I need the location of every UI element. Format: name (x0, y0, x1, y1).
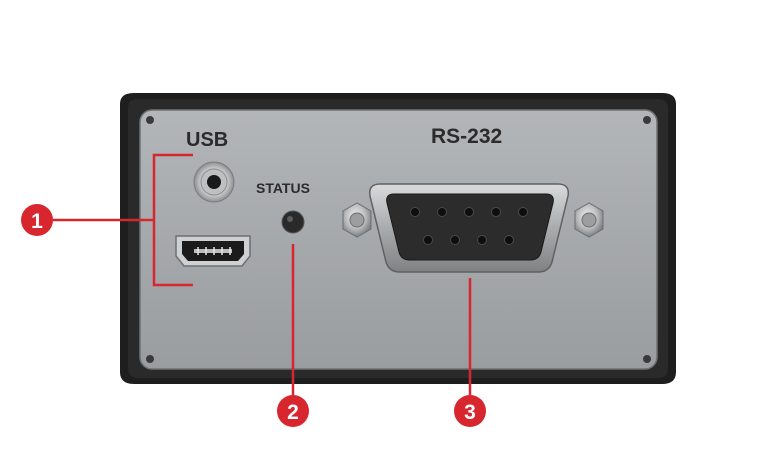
faceplate-corner-screw (146, 355, 154, 363)
db9-right-nut (574, 202, 604, 238)
db9-insert (386, 193, 554, 261)
db9-left-nut (342, 202, 372, 238)
callout-2: 2 (277, 244, 309, 427)
status-label: STATUS (256, 180, 310, 196)
usb-jack-port (193, 161, 235, 203)
faceplate-corner-screw (643, 355, 651, 363)
mini-usb-port (175, 235, 251, 267)
callout-3-number: 3 (464, 401, 476, 424)
callout-3: 3 (454, 278, 486, 427)
db9-pin-holes (410, 207, 528, 245)
rs232-label: RS-232 (431, 125, 502, 148)
callout-1-badge (21, 204, 53, 236)
callout-1: 1 (21, 153, 193, 287)
usb-label: USB (186, 129, 228, 151)
rs232-db9-connector (342, 183, 604, 273)
callout-2-number: 2 (287, 401, 299, 424)
faceplate-corner-screw (643, 116, 651, 124)
faceplate-edge (139, 109, 658, 370)
faceplate-corner-screw (146, 116, 154, 124)
callout-2-badge (277, 395, 309, 427)
callout-1-number: 1 (31, 210, 43, 233)
callout-3-badge (454, 395, 486, 427)
status-led (281, 210, 305, 234)
